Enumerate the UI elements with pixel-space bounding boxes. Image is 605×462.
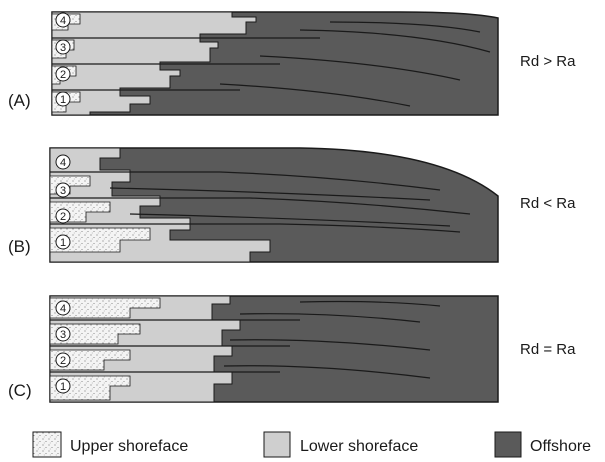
unit-number: 3 — [60, 329, 66, 341]
panel-b-relation: Rd < Ra — [520, 195, 576, 212]
panel-c-relation: Rd = Ra — [520, 341, 576, 358]
legend-lower-shoreface-swatch — [263, 431, 291, 458]
legend-lower-shoreface-label: Lower shoreface — [300, 438, 418, 455]
legend-upper-shoreface-swatch — [32, 431, 62, 458]
unit-number: 4 — [60, 15, 66, 27]
unit-number: 1 — [60, 237, 66, 249]
panel-b-surfaces — [50, 171, 471, 233]
unit-number: 4 — [60, 303, 66, 315]
unit-number: 2 — [60, 355, 66, 367]
panel-c-label: (C) — [8, 381, 32, 400]
panel-a-surfaces — [52, 21, 491, 107]
panel-c-surfaces — [50, 300, 441, 379]
unit-number: 2 — [60, 211, 66, 223]
panel-a-relation: Rd > Ra — [520, 53, 576, 70]
panel-b-upper-shoreface — [49, 175, 151, 253]
panel-c: (C) Rd = Ra 4 3 2 1 — [8, 295, 576, 403]
unit-number: 3 — [60, 185, 66, 197]
panel-a: (A) Rd > Ra 4 3 2 1 — [8, 11, 576, 116]
panel-b-label: (B) — [8, 237, 31, 256]
panel-c-unit-markers: 4 3 2 1 — [55, 300, 71, 394]
panel-a-label: (A) — [8, 91, 31, 110]
panel-b-unit-markers: 4 3 2 1 — [55, 154, 71, 250]
unit-number: 1 — [60, 94, 66, 106]
panel-a-unit-markers: 4 3 2 1 — [55, 12, 71, 107]
unit-number: 2 — [60, 69, 66, 81]
unit-number: 1 — [60, 381, 66, 393]
unit-number: 3 — [60, 42, 66, 54]
unit-number: 4 — [60, 157, 66, 169]
panel-b: (B) Rd < Ra 4 3 2 1 — [8, 147, 576, 263]
legend-upper-shoreface-label: Upper shoreface — [70, 438, 188, 455]
legend: Upper shoreface Lower shoreface Offshore — [32, 431, 591, 458]
legend-offshore-label: Offshore — [530, 438, 591, 455]
legend-offshore-swatch — [494, 431, 522, 458]
